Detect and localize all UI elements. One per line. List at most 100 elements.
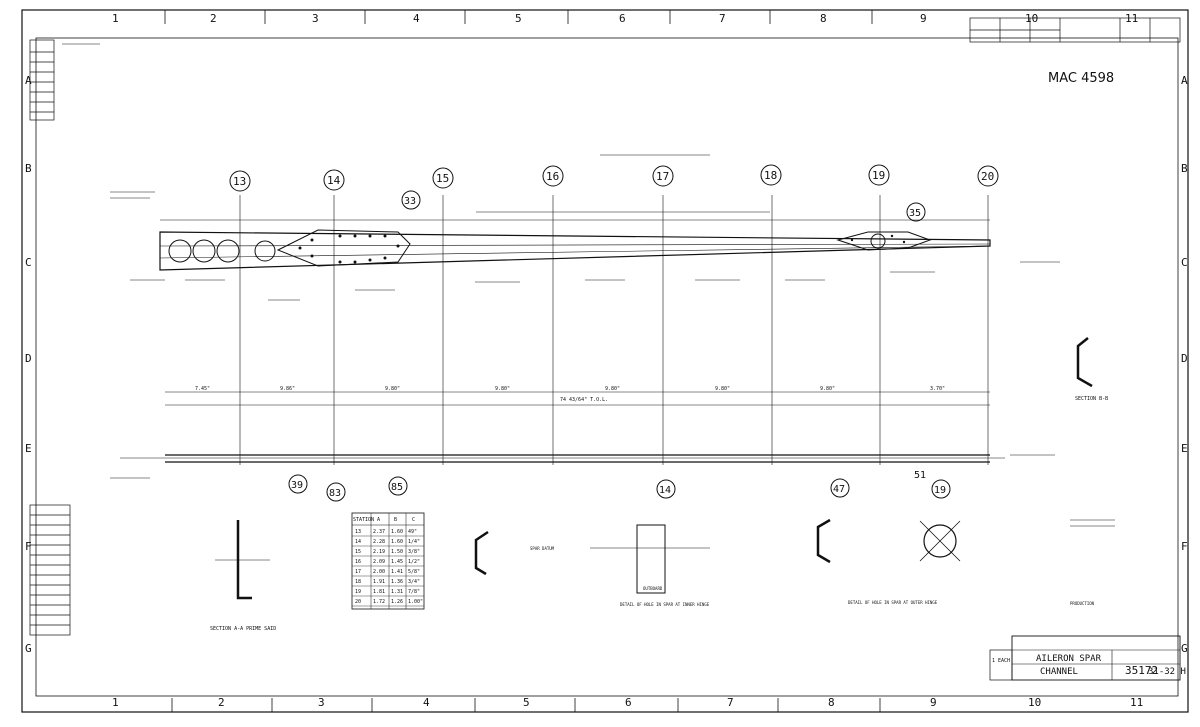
station-balloon — [229, 170, 251, 192]
col-number: 6 — [619, 12, 626, 25]
station-balloon — [652, 165, 674, 187]
gusset-plate — [276, 229, 411, 267]
detail-inner-hinge: OUTBOARD DETAIL OF HOLE IN SPAR AT INNER… — [590, 524, 710, 607]
table-cell: 1/4" — [408, 539, 420, 545]
table-cell: 1.50 — [391, 549, 403, 555]
table-cell: 1.60 — [391, 539, 403, 545]
title-block: 1 EACH AILERON SPAR CHANNEL 35172 31-32 … — [989, 635, 1186, 681]
col-number: 5 — [515, 12, 522, 25]
part-callout: 14 — [659, 485, 671, 496]
row-letter: A — [25, 74, 32, 87]
section-b-label: SECTION B-B — [1075, 396, 1108, 402]
table-header: A — [377, 517, 380, 523]
table-cell: 13 — [355, 529, 361, 535]
table-cell: 15 — [355, 549, 361, 555]
table-cell: 1/2" — [408, 559, 420, 565]
production-label: PRODUCTION — [1070, 601, 1095, 606]
table-cell: 2.00 — [373, 569, 385, 575]
lightening-hole — [254, 240, 276, 262]
row-letter: E — [1181, 442, 1188, 455]
sheet-inner-border — [35, 37, 1179, 697]
part-callout: 19 — [934, 485, 946, 496]
table-cell: 3/8" — [408, 549, 420, 555]
table-cell: 2.19 — [373, 549, 385, 555]
table-cell: 1.36 — [391, 579, 403, 585]
col-number: 9 — [920, 12, 927, 25]
border-ticks — [164, 10, 881, 712]
col-number: 1 — [112, 12, 119, 25]
handwritten-reference: MAC 4598 — [1048, 71, 1114, 86]
segment-dim: 9.86" — [280, 386, 295, 392]
title-line1: AILERON SPAR — [1036, 654, 1102, 664]
station-number: 19 — [872, 169, 885, 182]
col-number: 1 — [112, 696, 119, 709]
row-letter: C — [25, 256, 32, 269]
table-cell: 1.31 — [391, 589, 403, 595]
station-lines — [239, 195, 989, 465]
col-number: 7 — [727, 696, 734, 709]
section-a-label: SECTION A-A PRIME SAID — [210, 626, 276, 632]
row-letters-left: A B C D E F G — [25, 74, 32, 655]
col-number: 4 — [423, 696, 430, 709]
col-number: 3 — [318, 696, 325, 709]
part-callout: 51 — [914, 470, 926, 481]
overall-length: 74 43/64" T.O.L. — [560, 397, 608, 403]
col-number: 10 — [1025, 12, 1038, 25]
column-numbers-top: 1 2 3 4 5 6 7 8 9 10 11 — [112, 12, 1138, 25]
gusset-plate — [836, 231, 932, 251]
section-a-a: SECTION A-A PRIME SAID — [210, 520, 276, 632]
table-cell: 14 — [355, 539, 361, 545]
table-cell: 49" — [408, 529, 417, 535]
detail-outer-label: DETAIL OF HOLE IN SPAR AT OUTER HINGE — [848, 600, 938, 605]
table-cell: 2.28 — [373, 539, 385, 545]
detail-inner-label: DETAIL OF HOLE IN SPAR AT INNER HINGE — [620, 602, 710, 607]
col-number: 9 — [930, 696, 937, 709]
part-callout: 83 — [329, 488, 341, 499]
table-cell: 2.09 — [373, 559, 385, 565]
row-letter: C — [1181, 256, 1188, 269]
part-callout: 39 — [291, 480, 303, 491]
col-number: 11 — [1130, 696, 1143, 709]
col-number: 8 — [820, 12, 827, 25]
table-cell: 18 — [355, 579, 361, 585]
table-cell: 1.60 — [391, 529, 403, 535]
col-number: 6 — [625, 696, 632, 709]
table-cell: 7/8" — [408, 589, 420, 595]
col-number: 5 — [523, 696, 530, 709]
col-number: 2 — [218, 696, 225, 709]
row-letter: D — [1181, 352, 1188, 365]
spar-plan-view — [159, 211, 991, 271]
station-number: 17 — [656, 170, 669, 183]
station-balloon — [323, 169, 345, 191]
qty: 1 EACH — [992, 658, 1010, 664]
row-letter: B — [25, 162, 32, 175]
row-letter: G — [1181, 642, 1188, 655]
table-header: C — [412, 517, 415, 523]
overall-dimension: 7.45" 9.86" 9.80" 9.80" 9.80" 9.80" 9.80… — [165, 386, 990, 406]
segment-dim: 9.80" — [495, 386, 510, 392]
station-number: 18 — [764, 169, 777, 182]
row-letter: D — [25, 352, 32, 365]
station-number: 15 — [436, 172, 449, 185]
row-letter: G — [25, 642, 32, 655]
spar-outline — [159, 231, 991, 271]
col-number: 3 — [312, 12, 319, 25]
table-header: B — [394, 517, 397, 523]
row-letter: B — [1181, 162, 1188, 175]
station-balloons: 13 14 15 16 17 18 19 20 — [229, 164, 999, 192]
title-line2: CHANNEL — [1040, 667, 1078, 677]
segment-dim: 9.80" — [605, 386, 620, 392]
part-callouts: 33 35 39 83 85 47 51 19 14 — [288, 190, 951, 502]
segment-dim: 9.80" — [385, 386, 400, 392]
col-number: 8 — [828, 696, 835, 709]
table-cell: 1.26 — [391, 599, 403, 605]
table-cell: 1.72 — [373, 599, 385, 605]
hinge-hole-detail — [919, 520, 961, 562]
table-cell: 1.45 — [391, 559, 403, 565]
row-letter: A — [1181, 74, 1188, 87]
part-callout: 47 — [833, 484, 845, 495]
spar-side-view — [120, 454, 1005, 463]
spar-datum-label: SPAR DATUM — [530, 546, 555, 551]
col-number: 10 — [1028, 696, 1041, 709]
